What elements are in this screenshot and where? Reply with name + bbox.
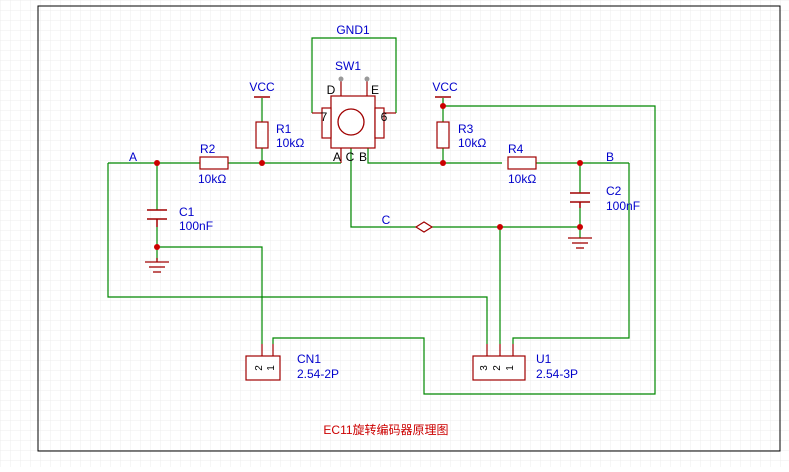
cn1-pin2: 2: [254, 365, 265, 371]
encoder-sw1: [312, 76, 396, 163]
net-label-c: C: [382, 213, 391, 227]
u1-pin1: 1: [505, 365, 516, 371]
resistor-r1: [255, 121, 269, 149]
gnd1-label: GND1: [336, 23, 370, 37]
resistor-r4: [507, 156, 537, 170]
sw1-pin-6: 6: [381, 110, 388, 124]
cn1-pin1: 1: [266, 365, 277, 371]
connector-u1: [472, 344, 526, 381]
c1-ref: C1: [179, 205, 195, 219]
c1-value: 100nF: [179, 219, 213, 233]
cn1-value: 2.54-2P: [297, 367, 339, 381]
r2-ref: R2: [200, 142, 216, 156]
r2-value: 10kΩ: [198, 172, 226, 186]
schematic-title: EC11旋转编码器原理图: [323, 422, 448, 437]
connector-cn1: [245, 344, 281, 381]
u1-value: 2.54-3P: [536, 367, 578, 381]
sw1-pin-b: B: [359, 150, 367, 164]
r4-ref: R4: [508, 142, 524, 156]
c2-ref: C2: [606, 184, 622, 198]
r3-value: 10kΩ: [458, 136, 486, 150]
cn1-ref: CN1: [297, 352, 321, 366]
u1-pin2: 2: [492, 365, 503, 371]
u1-pin3: 3: [479, 365, 490, 371]
sw1-ref: SW1: [335, 59, 361, 73]
net-label-a: A: [129, 150, 137, 164]
sheet-border: [37, 5, 781, 452]
r3-ref: R3: [458, 122, 474, 136]
junction-dots: [154, 103, 583, 250]
vcc-right-label: VCC: [432, 80, 458, 94]
r1-ref: R1: [276, 122, 292, 136]
ground-symbol-right: [568, 237, 592, 249]
c2-value: 100nF: [606, 199, 640, 213]
resistor-r2: [199, 156, 229, 170]
capacitor-c2: [570, 192, 590, 208]
vcc-left-label: VCC: [249, 80, 275, 94]
sw1-pin-c: C: [346, 150, 355, 164]
sw1-pin-a: A: [333, 150, 341, 164]
resistor-r3: [436, 121, 450, 149]
ground-symbol-left: [145, 258, 169, 273]
net-c-marker: [414, 221, 434, 233]
u1-ref: U1: [536, 352, 552, 366]
wires: [107, 37, 656, 395]
net-label-b: B: [606, 150, 614, 164]
sw1-pin-7: 7: [321, 110, 328, 124]
r4-value: 10kΩ: [508, 172, 536, 186]
r1-value: 10kΩ: [276, 136, 304, 150]
sw1-pin-d: D: [327, 83, 336, 97]
sw1-pin-e: E: [371, 83, 379, 97]
capacitor-c1: [147, 209, 167, 227]
